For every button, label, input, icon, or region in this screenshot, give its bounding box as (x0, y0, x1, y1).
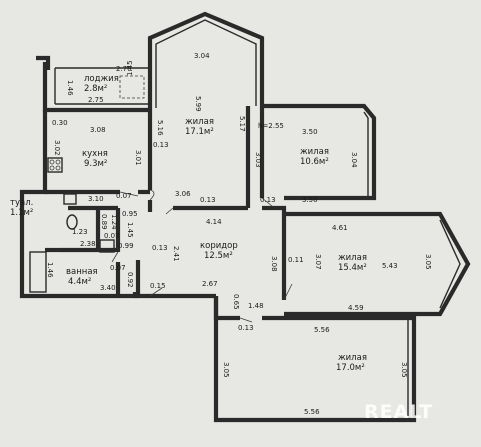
dim-label: 3.02 (53, 140, 61, 156)
dim-label: 0.30 (52, 119, 68, 127)
dim-label: 0.95 (122, 210, 138, 218)
dim-label: 2.75 (88, 96, 104, 104)
dim-label: 0.99 (118, 242, 134, 250)
dim-label: 1.24 (110, 214, 118, 230)
corridor-name: коридор (200, 241, 238, 251)
dim-label: 4.61 (332, 224, 348, 232)
room-labels: лоджия 2.8м² жилая 17.1м² кухня 9.3м² жи… (10, 74, 367, 373)
dim-label: 0.13 (153, 141, 169, 149)
dim-label: 1.45 (126, 60, 134, 76)
dim-label: 3.06 (175, 190, 191, 198)
living3-name: жилая (338, 253, 367, 263)
dimension-labels: 3.04 2.76 1.46 1.45 2.75 5.99 0.30 3.08 … (46, 52, 432, 416)
realt-watermark: REALT (364, 401, 433, 423)
dim-label: 0.65 (232, 294, 240, 310)
dim-label: 0.15 (150, 282, 166, 290)
bathroom-name: ванная (66, 267, 98, 277)
dim-label: 3.04 (350, 152, 358, 168)
living1-area: 17.1м² (185, 127, 214, 137)
dim-label: 0.07 (110, 264, 126, 272)
dim-label: 2.41 (172, 246, 180, 262)
interior-walls (45, 67, 414, 321)
dim-label: 0.89 (100, 214, 108, 230)
dim-label: 0.92 (126, 272, 134, 288)
dim-label: 5.16 (156, 120, 164, 136)
bathroom-area: 4.4м² (68, 277, 91, 287)
corridor-area: 12.5м² (204, 251, 233, 261)
dim-label: 1.45 (126, 222, 134, 238)
living3-area: 15.4м² (338, 263, 367, 273)
washbasin-icon (99, 239, 115, 253)
dim-label: 3.08 (90, 126, 106, 134)
dim-label: 3.07 (314, 254, 322, 270)
toilet-area: 1.1м² (10, 208, 33, 218)
dim-label: 3.40 (100, 284, 116, 292)
fixtures (29, 75, 145, 293)
dim-label: 1.23 (72, 228, 88, 236)
dim-label: 4.14 (206, 218, 222, 226)
loggia-cabinet-icon (119, 75, 145, 99)
dim-label: 0.07 (104, 232, 120, 240)
living4-name: жилая (338, 353, 367, 363)
dim-label: 5.56 (314, 326, 330, 334)
dim-label: 3.50 (302, 128, 318, 136)
kitchen-name: кухня (82, 149, 108, 159)
dim-label: 3.05 (424, 254, 432, 270)
dim-label: 1.48 (248, 302, 264, 310)
loggia-area: 2.8м² (84, 84, 107, 94)
dim-label: 2.76 (116, 65, 132, 73)
loggia-name: лоджия (84, 74, 119, 84)
toilet-name: туал. (10, 198, 33, 208)
dim-label: 2.38 (80, 240, 96, 248)
dim-label: 3.08 (270, 256, 278, 272)
door-swings (111, 189, 293, 323)
dim-label: 0.13 (200, 196, 216, 204)
dim-label: 3.05 (222, 362, 230, 378)
stove-icon (47, 157, 63, 173)
dim-label: 0.07 (116, 192, 132, 200)
dim-label: 5.99 (194, 96, 202, 112)
dim-label: 5.17 (238, 116, 246, 132)
living2-area: 10.6м² (300, 157, 329, 167)
bathtub-icon (29, 251, 47, 293)
dim-label: 3.01 (134, 150, 142, 166)
dim-label: 5.56 (304, 408, 320, 416)
living2-name: жилая (300, 147, 329, 157)
dim-label: 0.13 (152, 244, 168, 252)
dim-label: 0.13 (238, 324, 254, 332)
dim-label: 0.11 (288, 256, 304, 264)
outer-walls (19, 11, 471, 423)
living1-name: жилая (185, 117, 214, 127)
kitchen-area: 9.3м² (84, 159, 107, 169)
dim-label: 3.04 (194, 52, 210, 60)
sink-icon (63, 193, 77, 205)
dim-label: 3.10 (88, 195, 104, 203)
dim-label: 1.46 (46, 262, 54, 278)
dim-label: 3.50 (302, 196, 318, 204)
toilet-icon (66, 214, 78, 230)
dim-label: 2.67 (202, 280, 218, 288)
dim-label: h=2.55 (258, 122, 284, 130)
dim-label: 1.46 (66, 80, 74, 96)
dim-label: 4.59 (348, 304, 364, 312)
dim-label: 0.13 (260, 196, 276, 204)
dim-label: 5.43 (382, 262, 398, 270)
living4-area: 17.0м² (336, 363, 365, 373)
dim-label: 3.05 (400, 362, 408, 378)
dim-label: 3.03 (254, 152, 262, 168)
